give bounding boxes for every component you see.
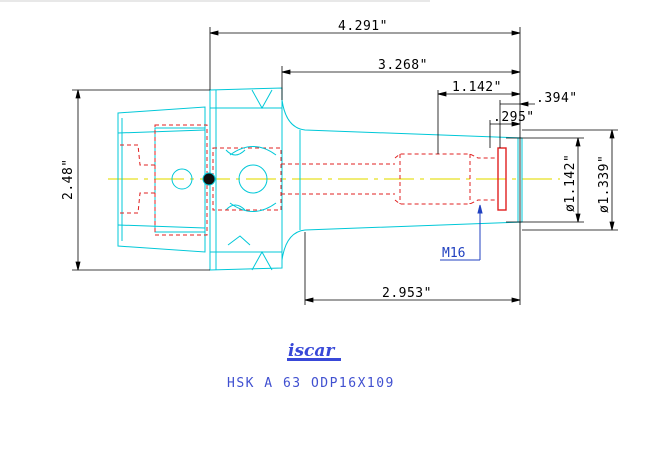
dim-flange-diameter: 2.48": [61, 158, 76, 200]
center-mark: [202, 172, 216, 186]
dim-overall-length: 4.291": [338, 19, 388, 34]
thread-leader: [440, 204, 483, 261]
hidden-lines: [120, 124, 499, 236]
dim-flange-to-end: 3.268": [378, 58, 428, 73]
dim-nose-diameter: ø1.339": [597, 155, 612, 213]
dim-bore-diameter: ø1.142": [563, 154, 578, 212]
dim-small-offset: .295": [493, 110, 535, 125]
dimensions: [72, 27, 618, 305]
dim-body-length: 2.953": [382, 286, 432, 301]
counterbore: [497, 147, 507, 211]
tool-designation: HSK A 63 ODP16X109: [227, 376, 395, 391]
brand-logo: iscar: [288, 341, 335, 361]
dim-bore-depth: 1.142": [452, 80, 502, 95]
dim-face-offset: .394": [536, 91, 578, 106]
brand-underline: [287, 358, 341, 361]
thread-label: M16: [442, 246, 465, 261]
holder-outline: [117, 87, 523, 271]
clamp-detail: [171, 146, 277, 212]
